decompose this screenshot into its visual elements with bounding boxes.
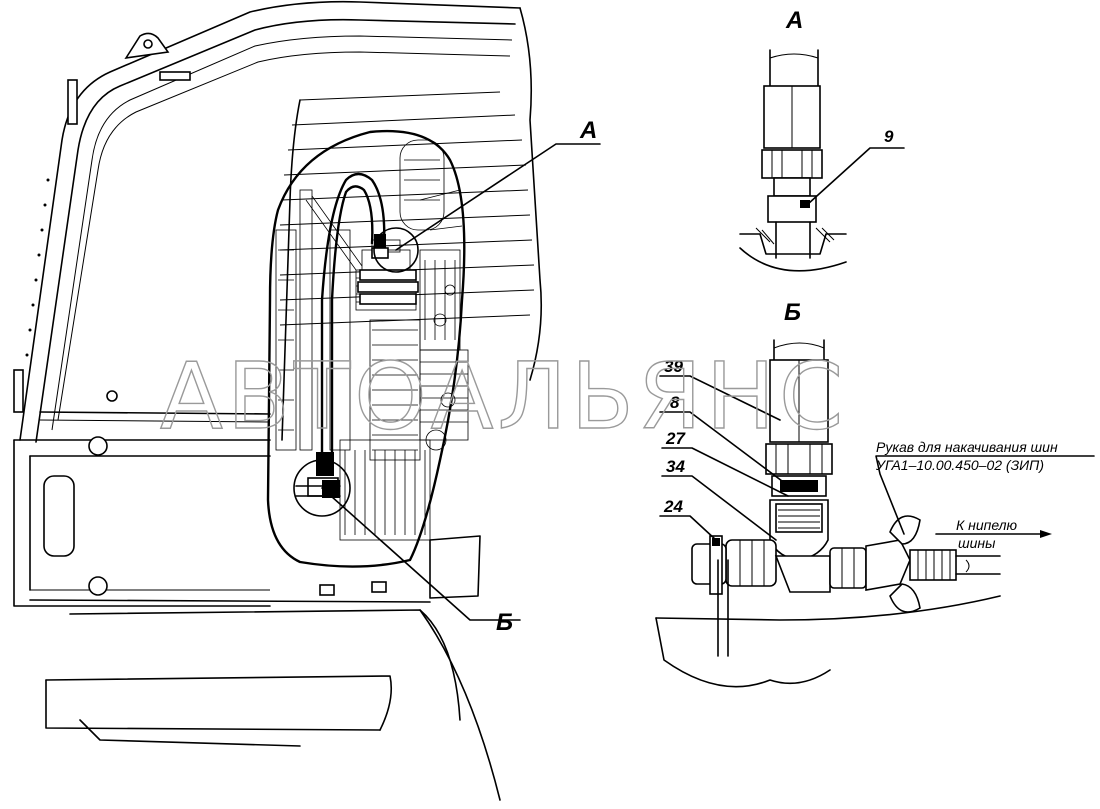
- hose-note-line2: УГА1–10.00.450–02 (ЗИП): [875, 457, 1044, 473]
- cab-side-view: [13, 0, 543, 801]
- detail-b-title: Б: [784, 299, 801, 326]
- watermark: АВТОАЛЬЯНС: [160, 343, 847, 450]
- callout-24: 24: [663, 497, 683, 516]
- detail-a-title: А: [785, 7, 803, 34]
- view-b-marker: Б: [496, 609, 513, 636]
- callout-9: 9: [884, 127, 894, 146]
- engine-viewport: [266, 130, 469, 568]
- view-leaders: [321, 143, 601, 621]
- nipple-note-line1: К нипелю: [956, 517, 1018, 533]
- hose-note-line1: Рукав для накачивания шин: [876, 439, 1058, 455]
- callout-34: 34: [666, 457, 685, 476]
- nipple-note-line2: шины: [958, 535, 996, 551]
- callout-39: 39: [664, 357, 683, 376]
- detail-b: Б: [655, 299, 1095, 688]
- view-a-marker: А: [579, 117, 597, 144]
- detail-a: 9 А: [739, 7, 905, 272]
- callout-27: 27: [665, 429, 686, 448]
- callout-8: 8: [670, 393, 680, 412]
